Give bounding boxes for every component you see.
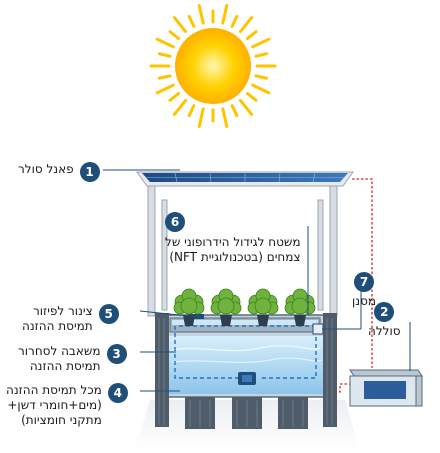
sun-ray (172, 16, 188, 34)
sun-ray (157, 74, 172, 80)
sun-ray (157, 52, 172, 58)
sun-icon (149, 4, 277, 128)
sun-ray (187, 14, 196, 28)
callout-label: סוללה (368, 324, 401, 338)
plants (173, 288, 316, 326)
sun-ray (155, 37, 175, 49)
callout-number: 1 (79, 162, 100, 182)
sun-ray (238, 98, 254, 116)
sun-ray (245, 30, 258, 41)
callout-label: פאנל סולר (18, 162, 74, 176)
lettuce-plant (247, 288, 279, 326)
callout-battery: 2 סוללה (368, 302, 401, 339)
callout-distribution-pipe: 5 צינור לפיזור תמיסת ההזנה (22, 304, 119, 334)
sun-ray (197, 4, 205, 25)
callout-number: 4 (107, 383, 128, 403)
sun-ray (230, 104, 239, 118)
filter (312, 323, 324, 335)
sun-ray (254, 52, 269, 58)
callout-label: משאבה לסחרור תמיסת ההזנה (18, 344, 101, 373)
lettuce-plant (173, 288, 205, 326)
callout-solar-panel: 1 פאנל סולר (18, 162, 100, 182)
lettuce-plant (210, 288, 242, 326)
sun-ray (251, 83, 271, 95)
callout-number: 6 (165, 212, 185, 232)
sun-ray (168, 30, 181, 41)
sun-ray (221, 4, 229, 25)
callout-label: צינור לפיזור תמיסת ההזנה (22, 304, 93, 333)
callout-number: 5 (98, 304, 119, 324)
sun-ray (221, 107, 229, 128)
sun-ray (155, 83, 175, 95)
sun-ray (197, 107, 205, 128)
callout-label: משטח לגידול הידרופוני של צמחים (בטכנולוג… (165, 235, 301, 264)
sun-ray (238, 16, 254, 34)
sun-ray (187, 104, 196, 118)
callout-number: 3 (106, 344, 127, 364)
callout-number: 7 (354, 272, 375, 292)
solar-panel (136, 171, 354, 187)
callout-label: מסנן (352, 294, 377, 308)
lettuce-plant (284, 288, 316, 326)
battery (349, 369, 423, 407)
callout-label: מכל תמיסת ההזנה (מים+חומרי דשן+ מתקני חו… (6, 383, 102, 427)
sun-ray (230, 14, 239, 28)
sun-ray (172, 98, 188, 116)
callout-pump: 3 משאבה לסחרור תמיסת ההזנה (18, 344, 127, 374)
callout-nft-tray: 6 משטח לגידול הידרופוני של צמחים (בטכנול… (165, 212, 301, 265)
sun-ray (251, 37, 271, 49)
flow-arrows (174, 325, 317, 379)
sun-ray (245, 91, 258, 102)
sun-ray (254, 74, 269, 80)
callout-number: 2 (374, 302, 395, 322)
pump (238, 372, 256, 385)
callout-filter: 7 מסנן (352, 272, 376, 309)
sun-ray (168, 91, 181, 102)
callout-nutrient-tank: 4 מכל תמיסת ההזנה (מים+חומרי דשן+ מתקני … (6, 383, 128, 428)
